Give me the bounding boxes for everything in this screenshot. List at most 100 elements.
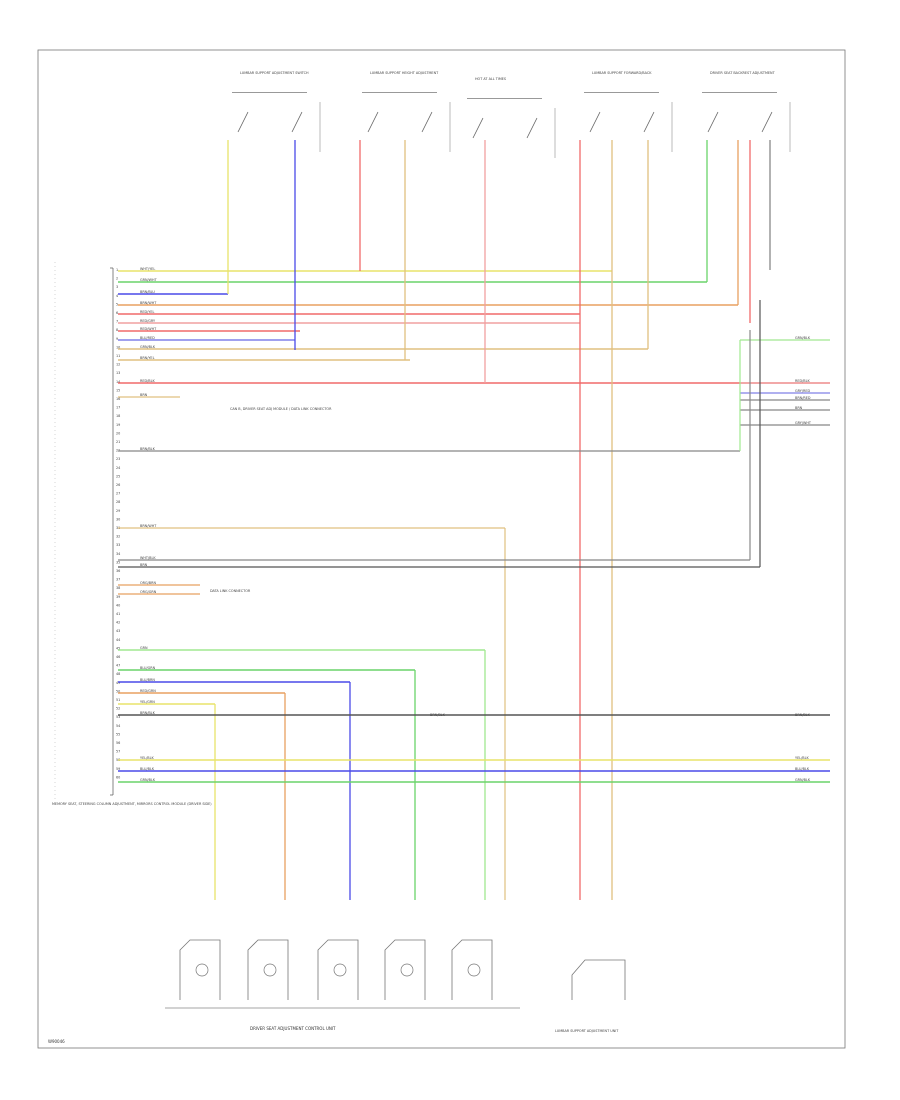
switch-bar <box>702 92 777 93</box>
switch-bar <box>584 92 659 93</box>
lower-5-label: YEL/GRN <box>140 700 155 704</box>
pin-label: 59 <box>116 767 120 771</box>
mid-row-g-note: DATA LINK CONNECTOR <box>210 589 251 593</box>
switch-sw1: LUMBAR SUPPORT ADJUSTMENT SWITCH <box>232 71 321 152</box>
motor-group <box>165 939 626 1009</box>
motor-symbol <box>195 963 209 977</box>
mid-row-d-label: WHT/BLK <box>140 556 156 560</box>
switch-label: LUMBAR SUPPORT ADJUSTMENT SWITCH <box>240 71 309 75</box>
lumbar-unit-outline <box>571 959 626 1000</box>
row-11-label: RED/BLK <box>140 379 155 383</box>
motor-symbol <box>400 963 414 977</box>
pin-label: 13 <box>116 371 120 375</box>
br-1-label-right: YEL/BLK <box>795 756 809 760</box>
pin-label: 17 <box>116 406 120 410</box>
pin-label: 6 <box>116 311 118 315</box>
pin-label: 53 <box>116 715 120 719</box>
right-2-label: RED/BLK <box>795 379 810 383</box>
mid-row-e-label: BRN <box>140 563 148 567</box>
motor-symbol <box>263 963 277 977</box>
module-pin-labels: 1234567891011121314151617181920212223242… <box>116 268 120 779</box>
motor-outline <box>384 939 426 1000</box>
mid-row-a-label: BRN <box>140 393 148 397</box>
pin-label: 23 <box>116 457 120 461</box>
pin-label: 37 <box>116 578 120 582</box>
switch-contact <box>421 111 433 133</box>
row-1-label: WHT/YEL <box>140 267 155 271</box>
seat-motor-5 <box>451 939 493 1000</box>
switch-label: HOT AT ALL TIMES <box>475 77 506 81</box>
pin-label: 40 <box>116 603 120 607</box>
switch-label: LUMBAR SUPPORT FORWARD/BACK <box>592 71 652 75</box>
switch-sw2: LUMBAR SUPPORT HEIGHT ADJUSTMENT <box>362 71 451 152</box>
br-2-label: BLU/BLK <box>140 767 155 771</box>
pin-label: 56 <box>116 741 120 745</box>
pin-label: 46 <box>116 655 120 659</box>
switch-contact <box>472 117 484 139</box>
pin-label: 55 <box>116 732 120 736</box>
pin-label: 36 <box>116 569 120 573</box>
mid-row-f-label: ORG/BRN <box>140 581 156 585</box>
pin-label: 26 <box>116 483 120 487</box>
br-1-label: YEL/BLK <box>140 756 154 760</box>
motor-outline <box>247 939 289 1000</box>
switch-label: DRIVER SEAT BACKREST ADJUSTMENT <box>710 71 776 75</box>
pin-label: 16 <box>116 397 120 401</box>
row-4-label: BRN/WHT <box>140 301 157 305</box>
pin-label: 8 <box>116 328 118 332</box>
right-6-label: GRY/WHT <box>795 421 812 425</box>
lumbar-unit-label: LUMBAR SUPPORT ADJUSTMENT UNIT <box>555 1029 619 1033</box>
pin-label: 28 <box>116 500 120 504</box>
pin-label: 1 <box>116 268 118 272</box>
seat-motor-2 <box>247 939 289 1000</box>
pin-label: 32 <box>116 535 120 539</box>
switch-contact <box>643 111 655 133</box>
seat-motor-3 <box>317 939 359 1000</box>
motor-outline <box>317 939 359 1000</box>
switch-contact <box>367 111 379 133</box>
control-module <box>54 262 114 800</box>
seat-motor-1 <box>179 939 221 1000</box>
brn-blk-right-label: BRN/BLK <box>795 713 811 717</box>
module-label: MEMORY SEAT, STEERING COLUMN ADJUSTMENT,… <box>52 802 212 806</box>
switch-contact <box>761 111 773 133</box>
pin-label: 20 <box>116 431 120 435</box>
brn-blk-mid-label: BRN/BLK <box>430 713 446 717</box>
mid-row-g-label: ORG/GRN <box>140 590 157 594</box>
switch-contact <box>526 117 538 139</box>
lower-3-label: BLU/BRN <box>140 678 155 682</box>
mid-row-b-label: BRN/BLK <box>140 447 156 451</box>
pin-label: 24 <box>116 466 120 470</box>
switch-group: LUMBAR SUPPORT ADJUSTMENT SWITCH LUMBAR S… <box>232 71 791 158</box>
br-2-label-right: BLU/BLK <box>795 767 810 771</box>
footer-code: W90046 <box>48 1039 65 1044</box>
pin-label: 44 <box>116 638 120 642</box>
switch-sw3: HOT AT ALL TIMES <box>467 77 556 158</box>
pin-label: 15 <box>116 388 120 392</box>
lower-1-label: GRN <box>140 646 148 650</box>
pin-label: 29 <box>116 509 120 513</box>
diagram-frame <box>37 49 846 1049</box>
row-3-label: BRN/BLU <box>140 290 155 294</box>
switch-contact <box>237 111 249 133</box>
row-10-label: BRN/YEL <box>140 356 155 360</box>
motor-symbol <box>333 963 347 977</box>
pin-label: 47 <box>116 664 120 668</box>
pin-label: 39 <box>116 595 120 599</box>
switch-bar <box>232 92 307 93</box>
switch-sw4: LUMBAR SUPPORT FORWARD/BACK <box>584 71 673 152</box>
pin-label: 43 <box>116 629 120 633</box>
pin-label: 38 <box>116 586 120 590</box>
lower-6-label: BRN/BLK <box>140 711 156 715</box>
pin-label: 19 <box>116 423 120 427</box>
switch-contact <box>589 111 601 133</box>
pin-label: 3 <box>116 285 118 289</box>
pin-label: 27 <box>116 492 120 496</box>
br-3-label: GRN/BLK <box>140 778 156 782</box>
seat-motor-4 <box>384 939 426 1000</box>
switch-contact <box>291 111 303 133</box>
lower-2-label: BLU/GRN <box>140 666 156 670</box>
pin-label: 45 <box>116 646 120 650</box>
row-5-label: RED/YEL <box>140 310 154 314</box>
